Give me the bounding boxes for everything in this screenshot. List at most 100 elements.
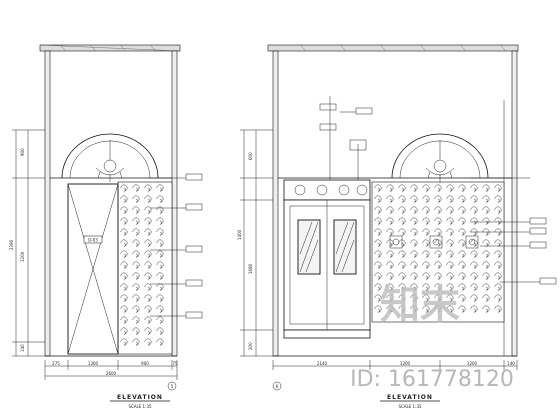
- wallpaper-swirl: [446, 206, 454, 214]
- wallpaper-swirl: [374, 250, 382, 258]
- section-marker: [272, 381, 282, 391]
- wallpaper-swirl: [374, 206, 382, 214]
- wallpaper-swirl: [446, 217, 454, 225]
- wallpaper-swirl: [120, 272, 128, 280]
- vertical-dimensions: 600 1400 1680 200: [237, 129, 273, 357]
- wallpaper-swirl: [482, 261, 490, 269]
- wallpaper-swirl: [494, 305, 502, 313]
- wallpaper-swirl: [132, 217, 140, 225]
- wallpaper-swirl: [398, 261, 406, 269]
- wallpaper-swirl: [120, 206, 128, 214]
- wallpaper-swirl: [410, 239, 418, 247]
- wallpaper-swirl: [434, 184, 442, 192]
- ceiling-slab: [267, 44, 519, 52]
- wallpaper-swirl: [398, 272, 406, 280]
- wallpaper-swirl: [132, 250, 140, 258]
- wallpaper-swirl: [482, 217, 490, 225]
- wallpaper-swirl: [446, 184, 454, 192]
- wallpaper-swirl: [410, 184, 418, 192]
- material-callouts: [148, 173, 203, 319]
- wallpaper-swirl: [434, 261, 442, 269]
- wallpaper-swirl: [156, 272, 164, 280]
- wallpaper-swirl: [422, 228, 430, 236]
- wallpaper-swirl: [482, 250, 490, 258]
- wallpaper-swirl: [132, 261, 140, 269]
- wallpaper-swirl: [494, 228, 502, 236]
- wallpaper-swirl: [386, 195, 394, 203]
- wallpaper-pattern: [374, 184, 502, 313]
- dim-left-2: 1200: [20, 251, 25, 262]
- wallpaper-swirl: [446, 272, 454, 280]
- wallpaper-swirl: [156, 327, 164, 335]
- wallpaper-swirl: [386, 294, 394, 302]
- wallpaper-swirl: [144, 184, 152, 192]
- wall-left: [272, 50, 279, 357]
- wallpaper-swirl: [374, 184, 382, 192]
- wallpaper-swirl: [434, 239, 442, 247]
- wallpaper-swirl: [386, 217, 394, 225]
- wallpaper-swirl: [458, 283, 466, 291]
- wallpaper-swirl: [470, 206, 478, 214]
- wallpaper-swirl: [132, 294, 140, 302]
- wallpaper-swirl: [120, 327, 128, 335]
- wallpaper-swirl: [374, 272, 382, 280]
- wallpaper-swirl: [446, 305, 454, 313]
- wallpaper-swirl: [446, 195, 454, 203]
- arch-dome: [61, 133, 159, 179]
- wallpaper-swirl: [120, 294, 128, 302]
- wallpaper-swirl: [120, 338, 128, 346]
- wallpaper-swirl: [434, 206, 442, 214]
- wallpaper-swirl: [144, 261, 152, 269]
- wallpaper-swirl: [144, 206, 152, 214]
- wallpaper-swirl: [494, 294, 502, 302]
- drawing-scale: SCALE 1:35: [398, 404, 422, 409]
- wallpaper-swirl: [386, 184, 394, 192]
- wallpaper-swirl: [132, 283, 140, 291]
- wallpaper-swirl: [386, 283, 394, 291]
- wallpaper-swirl: [398, 294, 406, 302]
- wallpaper-swirl: [410, 250, 418, 258]
- wallpaper-swirl: [494, 217, 502, 225]
- wallpaper-swirl: [374, 195, 382, 203]
- wallpaper-swirl: [446, 228, 454, 236]
- wallpaper-swirl: [422, 261, 430, 269]
- wallpaper-swirl: [434, 294, 442, 302]
- wallpaper-swirl: [156, 294, 164, 302]
- wallpaper-swirl: [470, 305, 478, 313]
- wallpaper-swirl: [422, 272, 430, 280]
- wallpaper-swirl: [410, 195, 418, 203]
- dim-bottom-3: 75: [172, 361, 178, 366]
- wallpaper-swirl: [398, 184, 406, 192]
- wallpaper-swirl: [434, 217, 442, 225]
- wallpaper-swirl: [374, 217, 382, 225]
- wallpaper-swirl: [386, 261, 394, 269]
- wallpaper-swirl: [470, 261, 478, 269]
- wallpaper-swirl: [132, 195, 140, 203]
- wallpaper-swirl: [434, 305, 442, 313]
- wallpaper-swirl: [156, 217, 164, 225]
- dim-left-3: 140: [20, 344, 25, 352]
- watermark-id: ID: 161778120: [350, 367, 514, 392]
- wallpaper-swirl: [470, 239, 478, 247]
- wallpaper-swirl: [120, 283, 128, 291]
- wallpaper-swirl: [494, 195, 502, 203]
- wallpaper-swirl: [144, 239, 152, 247]
- wallpaper-swirl: [398, 239, 406, 247]
- dim-left-1: 2390: [9, 239, 14, 250]
- wallpaper-swirl: [422, 239, 430, 247]
- wallpaper-swirl: [144, 305, 152, 313]
- wallpaper-swirl: [132, 228, 140, 236]
- wallpaper-swirl: [494, 272, 502, 280]
- wallpaper-swirl: [458, 217, 466, 225]
- wallpaper-swirl: [458, 239, 466, 247]
- wallpaper-swirl: [156, 316, 164, 324]
- wallpaper-swirl: [398, 250, 406, 258]
- wallpaper-swirl: [132, 327, 140, 335]
- wallpaper-swirl: [470, 272, 478, 280]
- wallpaper-swirl: [458, 184, 466, 192]
- wallpaper-swirl: [120, 195, 128, 203]
- wallpaper-swirl: [446, 261, 454, 269]
- wallpaper-swirl: [386, 228, 394, 236]
- wallpaper-swirl: [156, 250, 164, 258]
- wallpaper-swirl: [434, 195, 442, 203]
